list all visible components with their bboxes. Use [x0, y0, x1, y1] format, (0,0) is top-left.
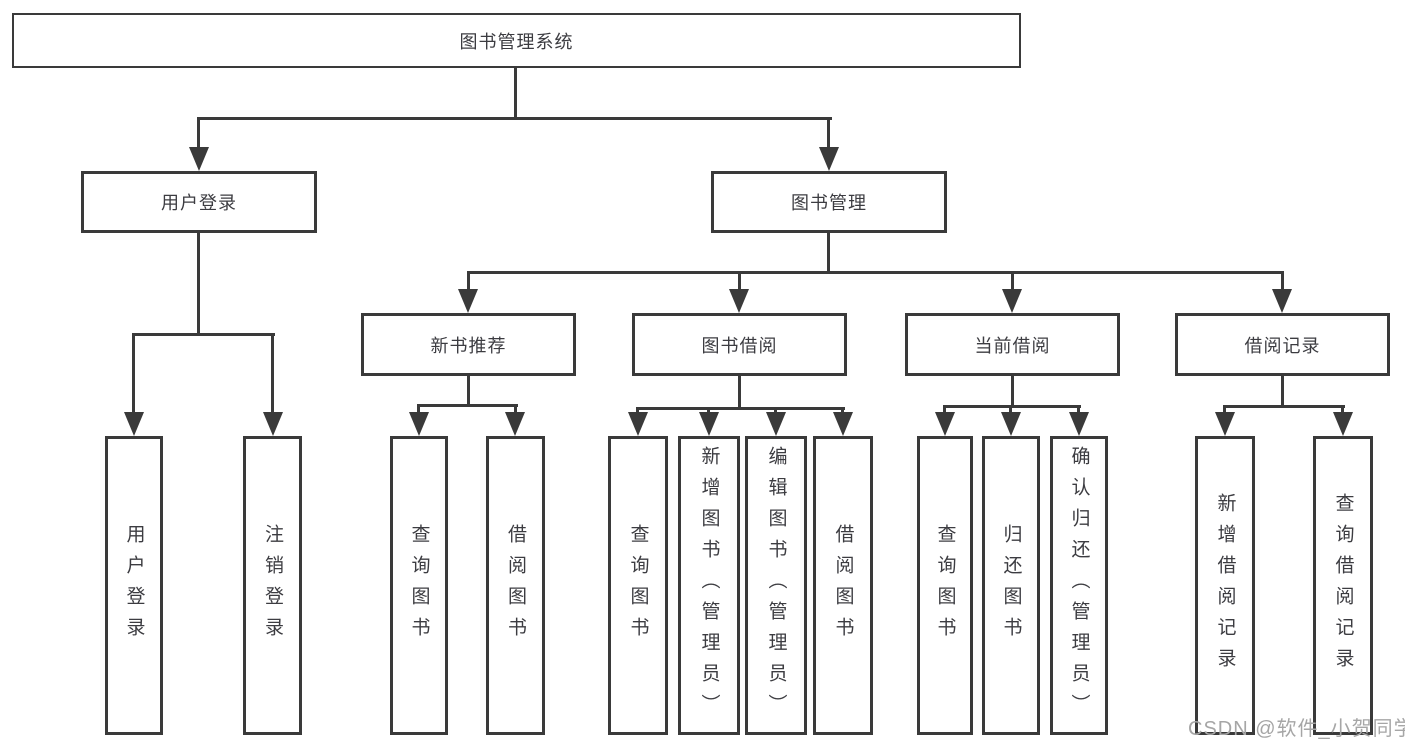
arrow-down-icon	[819, 147, 839, 171]
connector-line	[197, 117, 200, 151]
node-current-borrowing: 当前借阅	[905, 313, 1120, 376]
connector-line	[1011, 271, 1014, 292]
node-borrowing-records: 借阅记录	[1175, 313, 1390, 376]
node-label: 查询图书	[627, 523, 649, 648]
leaf-query-books-current: 查询图书	[917, 436, 973, 735]
connector-line	[1009, 405, 1012, 416]
connector-line	[774, 407, 777, 416]
arrow-down-icon	[1272, 289, 1292, 313]
connector-line	[417, 404, 518, 407]
connector-line	[841, 407, 844, 416]
node-label: 查询图书	[934, 523, 956, 648]
connector-line	[417, 404, 420, 416]
connector-line	[514, 68, 517, 120]
connector-line	[1341, 405, 1344, 416]
arrow-down-icon	[628, 412, 648, 436]
connector-line	[636, 407, 639, 416]
arrow-down-icon	[263, 412, 283, 436]
leaf-borrow-books-borrowing: 借阅图书	[813, 436, 873, 735]
arrow-down-icon	[766, 412, 786, 436]
connector-line	[133, 333, 275, 336]
connector-line	[467, 376, 470, 407]
leaf-confirm-return-admin: 确认归还（管理员）	[1050, 436, 1108, 735]
connector-line	[467, 271, 470, 292]
node-label: 查询图书	[408, 523, 430, 648]
node-label: 借阅图书	[505, 523, 526, 648]
node-label: 新书推荐	[430, 335, 507, 356]
arrow-down-icon	[729, 289, 749, 313]
leaf-query-borrow-record: 查询借阅记录	[1313, 436, 1373, 735]
connector-line	[827, 117, 830, 151]
arrow-down-icon	[124, 412, 144, 436]
connector-line	[1011, 376, 1014, 408]
node-library-system: 图书管理系统	[12, 13, 1021, 68]
arrow-down-icon	[189, 147, 209, 171]
connector-line	[1281, 376, 1284, 408]
connector-line	[467, 271, 1284, 274]
arrow-down-icon	[458, 289, 478, 313]
node-label: 新增图书（管理员）	[698, 446, 720, 725]
arrow-down-icon	[409, 412, 429, 436]
arrow-down-icon	[1002, 289, 1022, 313]
arrow-down-icon	[1001, 412, 1021, 436]
connector-line	[271, 333, 274, 416]
connector-line	[738, 271, 741, 292]
connector-line	[197, 233, 200, 335]
arrow-down-icon	[833, 412, 853, 436]
connector-line	[514, 404, 517, 416]
node-label: 图书管理	[791, 193, 867, 213]
node-label: 借阅图书	[832, 523, 854, 648]
node-label: 新增借阅记录	[1214, 492, 1236, 679]
node-label: 归还图书	[1000, 523, 1022, 648]
arrow-down-icon	[1215, 412, 1235, 436]
connector-line	[132, 333, 135, 416]
node-label: 编辑图书（管理员）	[765, 446, 787, 725]
watermark-csdn: CSDN @软件_小贺同学	[1188, 718, 1405, 740]
node-label: 用户登录	[123, 523, 145, 648]
node-label: 借阅记录	[1244, 335, 1321, 356]
node-label: 注销登录	[262, 523, 283, 648]
connector-line	[1223, 405, 1345, 408]
node-label: 确认归还（管理员）	[1068, 446, 1090, 725]
leaf-logout: 注销登录	[243, 436, 302, 735]
node-label: 图书借阅	[701, 335, 778, 356]
arrow-down-icon	[699, 412, 719, 436]
connector-line	[197, 117, 832, 120]
node-label: 当前借阅	[974, 335, 1051, 356]
leaf-query-books-recommendation: 查询图书	[390, 436, 448, 735]
leaf-add-books-admin: 新增图书（管理员）	[678, 436, 740, 735]
arrow-down-icon	[505, 412, 525, 436]
leaf-user-login: 用户登录	[105, 436, 163, 735]
arrow-down-icon	[935, 412, 955, 436]
node-user-login: 用户登录	[81, 171, 317, 233]
connector-line	[1281, 271, 1284, 292]
node-book-borrowing: 图书借阅	[632, 313, 847, 376]
arrow-down-icon	[1333, 412, 1353, 436]
connector-line	[943, 405, 1081, 408]
arrow-down-icon	[1069, 412, 1089, 436]
node-label: 图书管理系统	[459, 31, 574, 52]
connector-line	[707, 407, 710, 416]
node-book-management: 图书管理	[711, 171, 947, 233]
leaf-return-books: 归还图书	[982, 436, 1040, 735]
node-new-book-recommendation: 新书推荐	[361, 313, 576, 376]
node-label: 查询借阅记录	[1332, 492, 1354, 679]
connector-line	[738, 376, 741, 410]
connector-line	[1077, 405, 1080, 416]
leaf-add-borrow-record: 新增借阅记录	[1195, 436, 1255, 735]
connector-line	[827, 233, 830, 274]
connector-line	[943, 405, 946, 416]
node-label: 用户登录	[161, 193, 237, 213]
leaf-borrow-books-recommendation: 借阅图书	[486, 436, 545, 735]
connector-line	[636, 407, 845, 410]
connector-line	[1223, 405, 1226, 416]
leaf-edit-books-admin: 编辑图书（管理员）	[745, 436, 807, 735]
leaf-query-books-borrowing: 查询图书	[608, 436, 668, 735]
